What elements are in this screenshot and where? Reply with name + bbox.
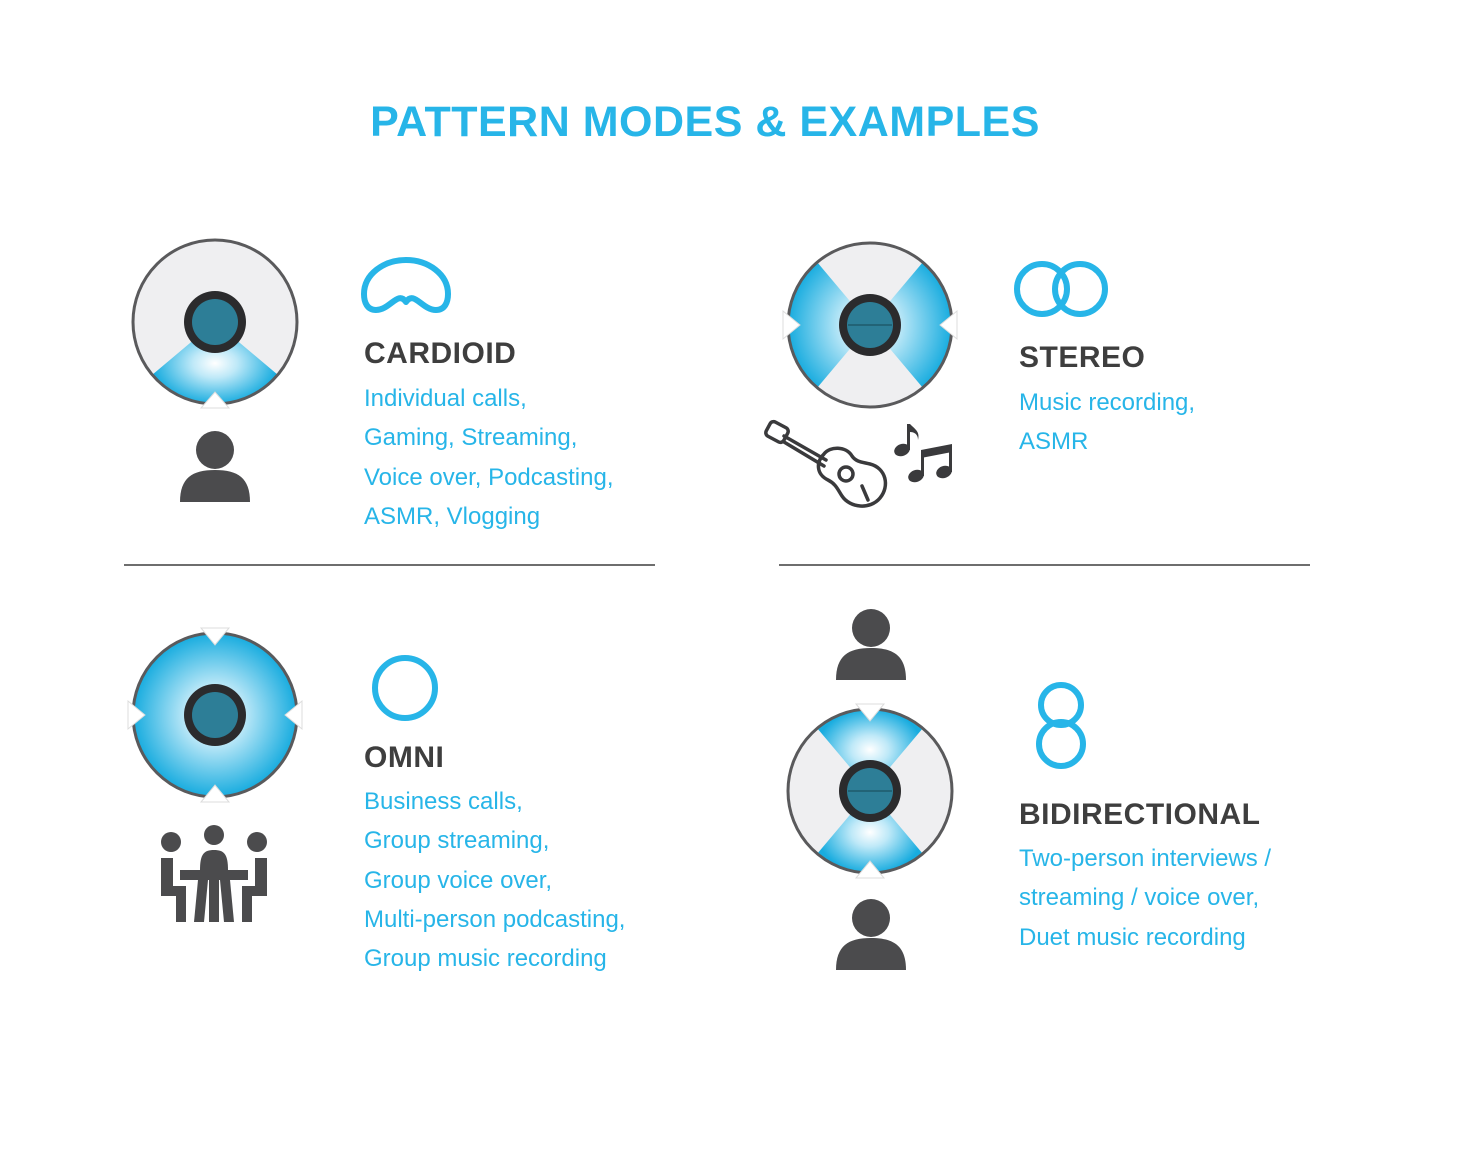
list-item: ASMR	[1019, 428, 1089, 456]
guitar-icon	[764, 419, 888, 508]
bidirectional-examples: Two-person interviews / streaming / voic…	[1019, 839, 1359, 957]
dead-zone-bottom	[817, 325, 923, 408]
bidirectional-section: BIDIRECTIONAL Two-person interviews / st…	[1019, 798, 1359, 957]
pickup-lobe-front	[817, 708, 923, 791]
person-icon	[836, 899, 906, 970]
list-item: Individual calls,	[364, 385, 527, 412]
divider-right	[779, 564, 1310, 566]
direction-arrow	[939, 309, 958, 341]
bidirectional-pattern-icon	[1036, 682, 1086, 769]
omni-examples: Business calls, Group streaming, Group v…	[364, 782, 704, 978]
list-item: streaming / voice over,	[1019, 884, 1260, 912]
cardioid-examples: Individual calls, Gaming, Streaming, Voi…	[364, 379, 694, 536]
bidirectional-title: BIDIRECTIONAL	[1019, 798, 1261, 831]
list-item: Duet music recording	[1019, 923, 1246, 951]
direction-arrow	[284, 699, 303, 731]
list-item: Multi-person podcasting,	[364, 905, 626, 933]
stereo-pattern-icon	[1014, 261, 1108, 317]
direction-arrow	[199, 627, 231, 646]
capsule	[192, 299, 238, 345]
direction-arrow	[782, 309, 801, 341]
dead-zone-top	[817, 242, 923, 325]
pickup-lobe	[152, 322, 278, 405]
stereo-examples: Music recording, ASMR	[1019, 383, 1349, 462]
omni-polar-diagram	[127, 627, 303, 803]
person-icon	[836, 609, 906, 680]
omni-title: OMNI	[364, 741, 445, 774]
direction-arrow	[127, 699, 146, 731]
list-item: Gaming, Streaming,	[364, 424, 578, 452]
music-notes-icon	[894, 424, 952, 483]
omni-section: OMNI Business calls, Group streaming, Gr…	[364, 741, 704, 978]
omni-pattern-icon	[372, 655, 438, 721]
cardioid-polar-diagram	[131, 238, 299, 409]
list-item: Voice over, Podcasting,	[364, 463, 614, 491]
list-item: Group streaming,	[364, 827, 550, 855]
group-meeting-icon	[161, 825, 267, 922]
direction-arrow	[854, 703, 886, 722]
bidirectional-polar-diagram	[786, 703, 954, 879]
page-title: PATTERN MODES & EXAMPLES	[370, 98, 1040, 146]
list-item: Music recording,	[1019, 389, 1196, 416]
stereo-section: STEREO Music recording, ASMR	[1019, 341, 1349, 462]
list-item: Group voice over,	[364, 866, 553, 894]
stereo-title: STEREO	[1019, 341, 1146, 374]
cardioid-title: CARDIOID	[364, 337, 517, 370]
pickup-lobe-back	[817, 791, 923, 874]
list-item: Two-person interviews /	[1019, 845, 1272, 872]
list-item: Business calls,	[364, 788, 523, 815]
capsule	[192, 692, 238, 738]
person-icon	[180, 431, 250, 502]
cardioid-pattern-icon	[361, 257, 451, 313]
direction-arrow	[199, 784, 231, 803]
stereo-polar-diagram	[782, 241, 958, 409]
direction-arrow	[199, 391, 231, 409]
list-item: ASMR, Vlogging	[364, 502, 541, 530]
cardioid-section: CARDIOID Individual calls, Gaming, Strea…	[364, 337, 694, 536]
list-item: Group music recording	[364, 945, 607, 973]
divider-left	[124, 564, 655, 566]
direction-arrow	[854, 860, 886, 879]
